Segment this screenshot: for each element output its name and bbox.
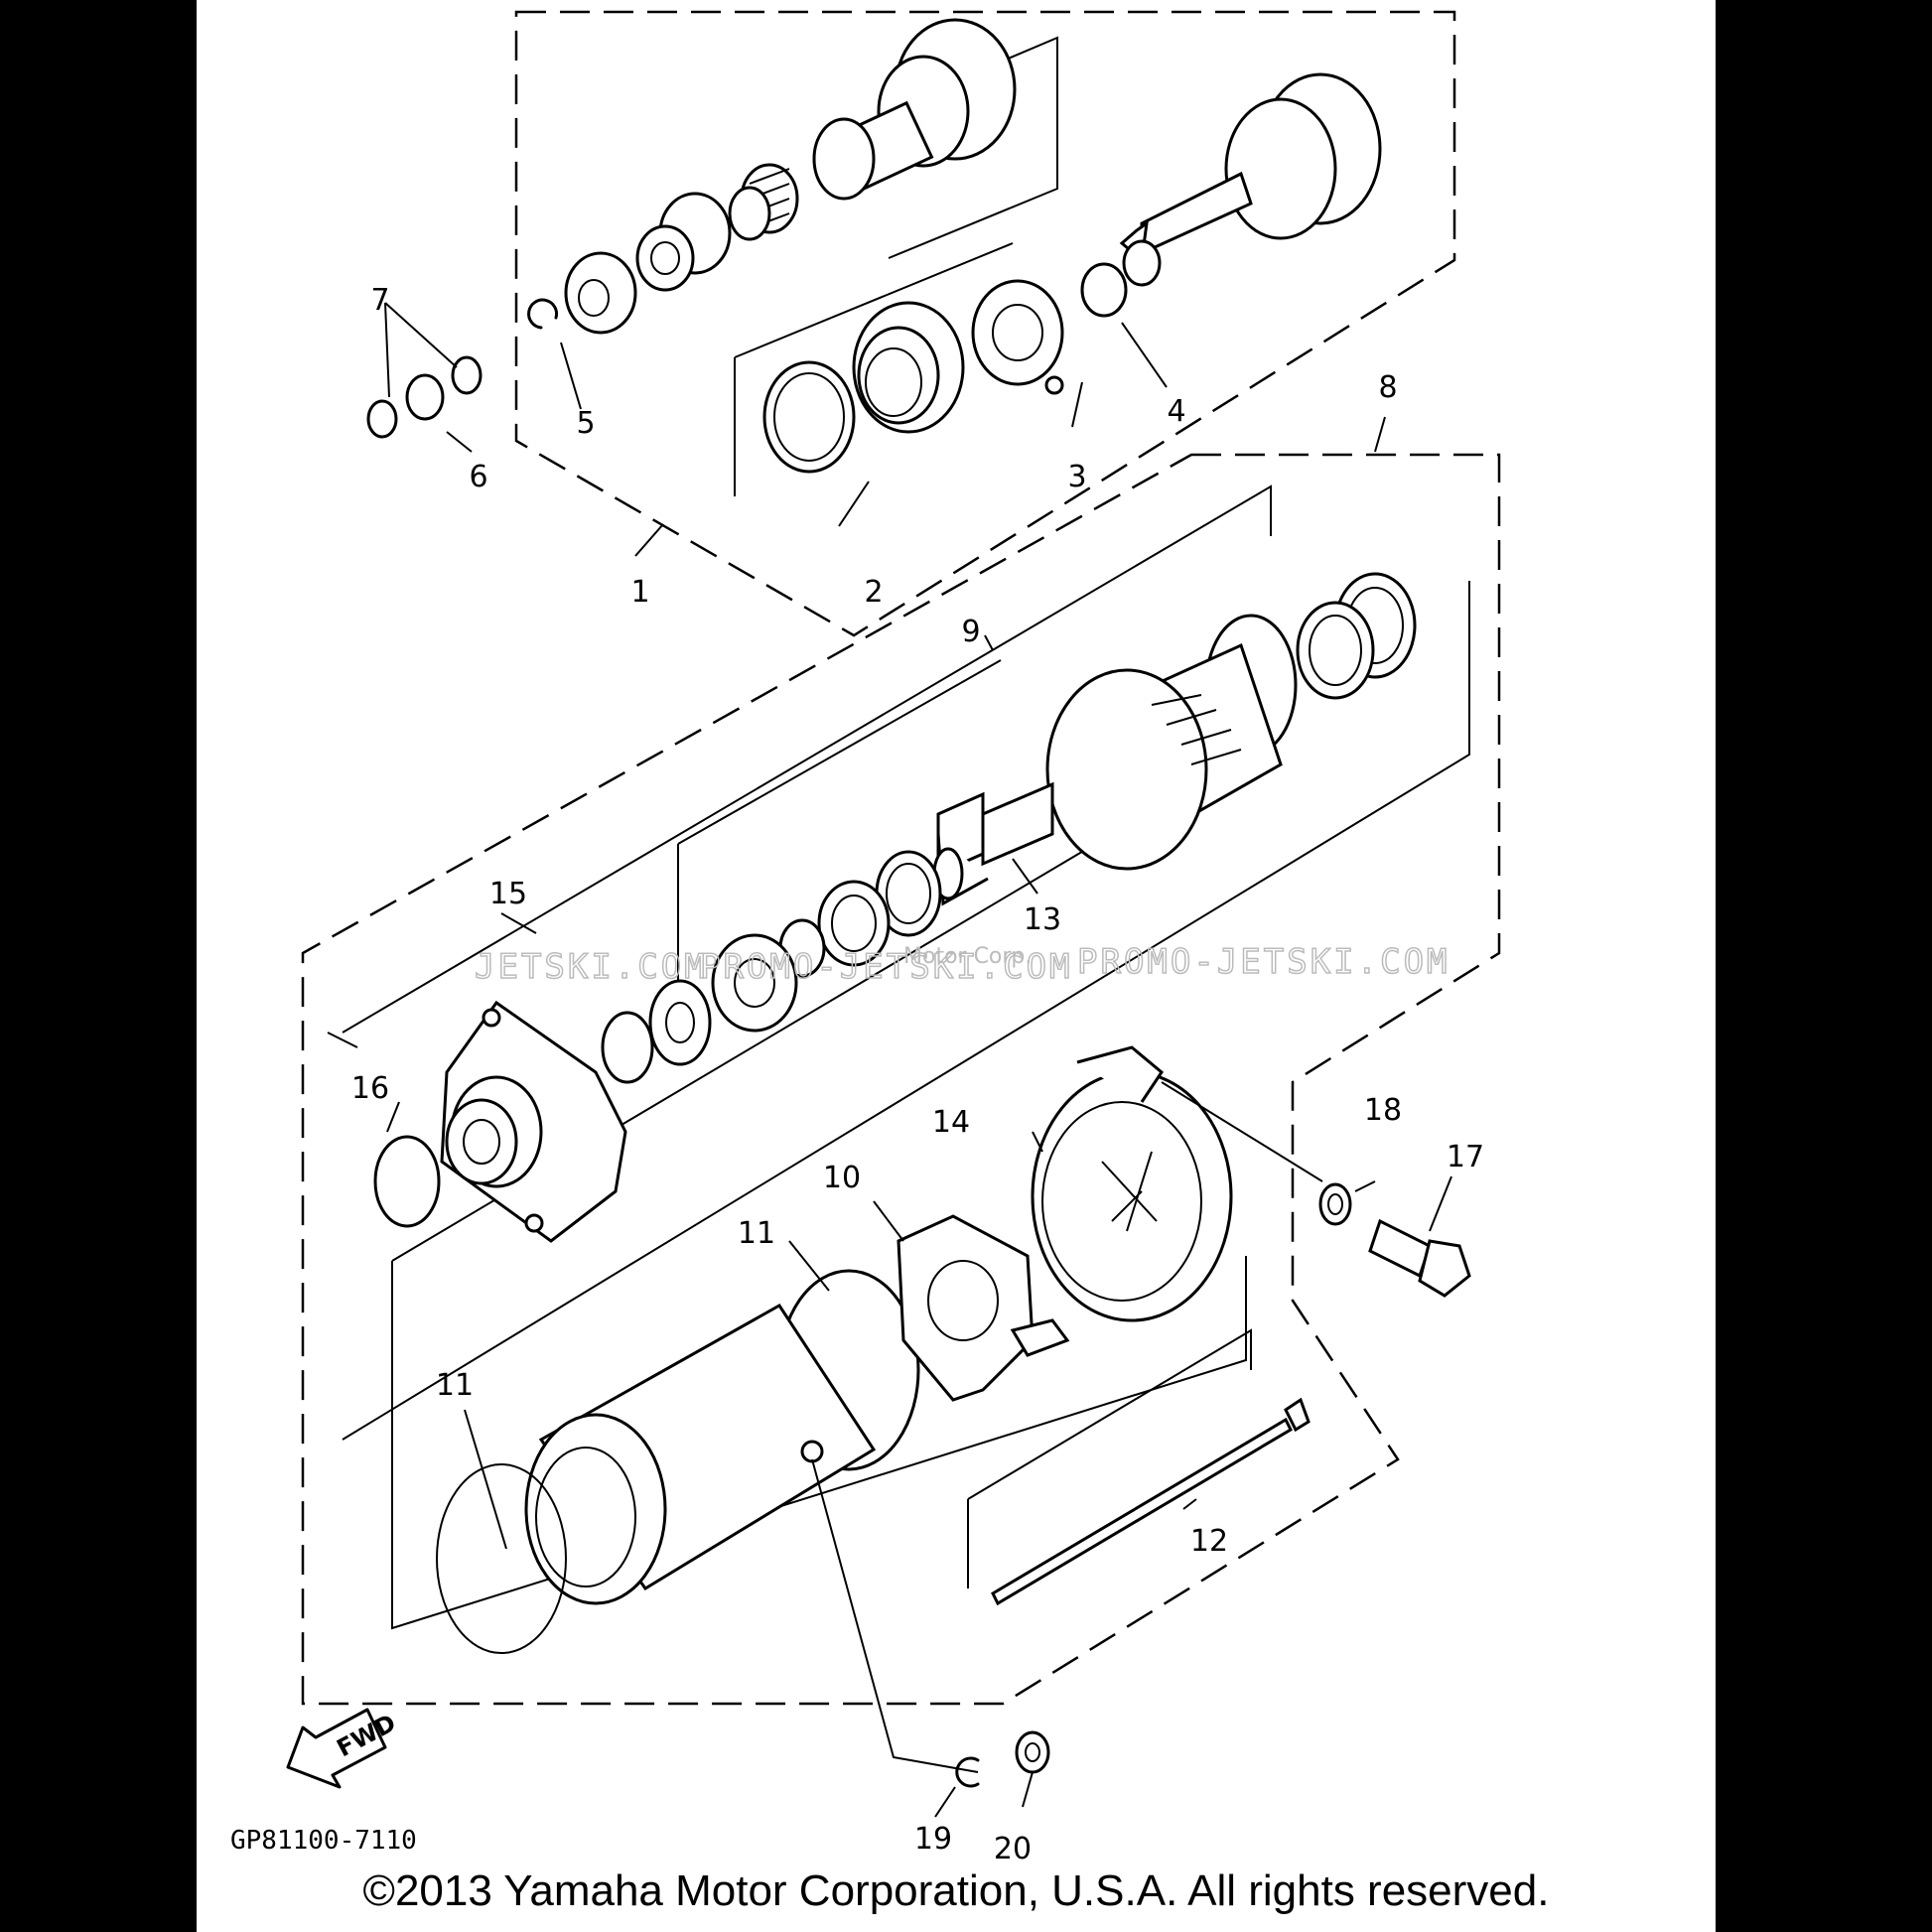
retainer-3 [971, 279, 1064, 395]
callout-3: 3 [1067, 460, 1086, 494]
nut-20 [1015, 1730, 1050, 1774]
group-outline-1 [514, 10, 1456, 637]
spring-6-7 [366, 355, 483, 439]
watermark-right: PROMO-JETSKI.COM [1077, 942, 1450, 982]
watermark-small: Motor Corp. [903, 944, 1032, 969]
brush-holder-10 [897, 1214, 1070, 1402]
front-cover-15 [440, 1000, 627, 1243]
circlip-19 [955, 1756, 980, 1788]
pinion-stopper [635, 192, 732, 292]
callout-11-lower: 11 [436, 1368, 474, 1403]
callout-11-upper: 11 [738, 1216, 775, 1251]
callout-9: 9 [961, 615, 980, 649]
circlip-4 [1080, 262, 1128, 318]
copyright-notice: ©2013 Yamaha Motor Corporation, U.S.A. A… [362, 1866, 1550, 1915]
bracket-b [734, 242, 1014, 496]
callout-17: 17 [1447, 1140, 1484, 1174]
callout-12: 12 [1190, 1524, 1228, 1559]
callout-7: 7 [370, 283, 389, 318]
callout-16: 16 [351, 1071, 389, 1106]
callout-4: 4 [1167, 394, 1185, 429]
rear-cover-14 [1031, 1045, 1233, 1322]
bracket-12 [967, 1328, 1252, 1588]
watermark-middle: PROMO-JETSKI.COM [700, 947, 1073, 987]
drawing-code: GP81100-7110 [230, 1826, 417, 1856]
watermark-left: JETSKI.COM [475, 947, 708, 987]
callout-15: 15 [489, 877, 527, 911]
callout-1: 1 [630, 575, 649, 610]
yoke [436, 1269, 920, 1654]
bearing-2 [762, 360, 856, 474]
bracket-9 [342, 484, 1470, 1441]
callout-13: 13 [1024, 902, 1061, 937]
leader-lines [327, 302, 1452, 1818]
washer-stack [601, 850, 942, 1084]
washer-18 [1318, 1182, 1352, 1226]
fwd-arrow-icon: FWD [286, 1708, 401, 1789]
fwd-label: FWD [333, 1709, 401, 1762]
circlip-5 [527, 298, 559, 330]
callout-2: 2 [864, 575, 883, 610]
callout-19: 19 [914, 1822, 952, 1857]
callout-6: 6 [469, 460, 487, 494]
callout-20: 20 [994, 1832, 1032, 1866]
callout-5: 5 [576, 406, 595, 441]
o-ring-16 [373, 1135, 441, 1228]
shaft-gear [1119, 72, 1382, 287]
washers-top-right [1296, 572, 1417, 700]
bracket-13 [677, 659, 1002, 988]
spring-part [728, 163, 799, 241]
callout-14: 14 [932, 1105, 970, 1140]
callout-8: 8 [1378, 370, 1397, 405]
callout-10: 10 [823, 1161, 861, 1195]
pinion-clutch [812, 18, 1017, 201]
armature-13 [932, 614, 1298, 906]
group-outline-8 [301, 453, 1501, 1706]
collar [564, 251, 637, 335]
bearing-cover [852, 301, 965, 434]
through-bolt-12 [991, 1397, 1311, 1606]
callout-18: 18 [1364, 1093, 1402, 1128]
bolt-17 [1368, 1218, 1471, 1298]
